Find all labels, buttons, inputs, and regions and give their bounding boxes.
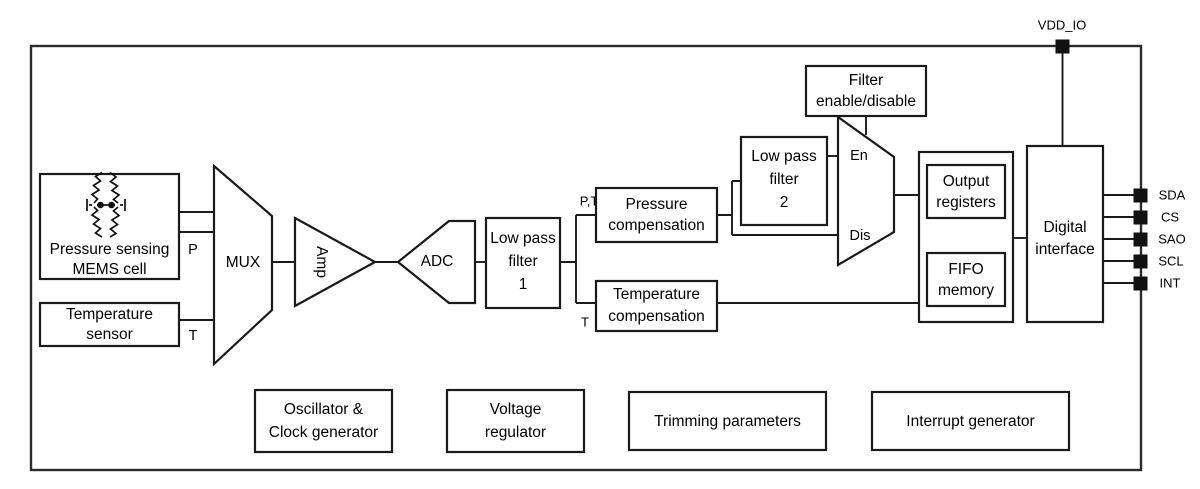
voltage-regulator-block[interactable]: [445, 388, 586, 454]
low-pass-filter-1-label-2: filter: [508, 253, 537, 270]
low-pass-filter-1-block[interactable]: [484, 216, 562, 310]
lpf1-split-wire: [560, 214, 596, 304]
low-pass-filter-2-label-1: Low pass: [751, 148, 817, 165]
vdd-io-label: VDD_IO: [1038, 17, 1086, 32]
pressure-mems-label-1: Pressure sensing: [50, 241, 170, 258]
output-registers-label-1: Output: [943, 173, 990, 190]
signal-label-t: T: [189, 328, 198, 344]
wheatstone-bridge-icon: [86, 171, 126, 238]
filter-mux-en-label: En: [850, 148, 868, 164]
oscillator-clock-generator-block[interactable]: [253, 388, 394, 454]
temperature-compensation-label-2: compensation: [608, 308, 705, 325]
low-pass-filter-2-label-3: 2: [780, 194, 789, 211]
signal-label-t2: T: [581, 314, 589, 329]
fifo-memory-block[interactable]: [925, 251, 1007, 308]
pin-label-scl: SCL: [1158, 253, 1183, 268]
temperature-sensor-block[interactable]: [38, 301, 181, 348]
low-pass-filter-1-label-3: 1: [519, 276, 528, 293]
filter-mux-block[interactable]: [836, 114, 896, 267]
output-registers-block[interactable]: [925, 163, 1007, 220]
voltage-regulator-label-1: Voltage: [490, 401, 542, 418]
oscillator-label-1: Oscillator &: [284, 401, 364, 418]
pin-pad-sao: [1133, 232, 1148, 247]
digital-interface-block[interactable]: [1025, 144, 1105, 324]
interrupt-generator-block[interactable]: [870, 390, 1071, 452]
adc-label: ADC: [421, 253, 454, 270]
mux-label: MUX: [226, 254, 261, 271]
pin-label-int: INT: [1160, 275, 1181, 290]
vdd-io-pad: [1055, 39, 1070, 54]
pin-pad-scl: [1133, 254, 1148, 269]
voltage-regulator-label-2: regulator: [485, 424, 546, 441]
interrupt-generator-label: Interrupt generator: [906, 413, 1034, 430]
amp-label: Amp: [313, 246, 330, 278]
pin-label-cs: CS: [1161, 209, 1179, 224]
pressure-compensation-label-1: Pressure: [625, 196, 687, 213]
low-pass-filter-2-label-2: filter: [769, 171, 798, 188]
pressure-mems-label-2: MEMS cell: [72, 261, 146, 278]
low-pass-filter-1-label-1: Low pass: [490, 230, 556, 247]
pressure-compensation-label-2: compensation: [608, 217, 705, 234]
digital-interface-label-1: Digital: [1043, 219, 1086, 236]
temperature-sensor-label-2: sensor: [86, 326, 133, 343]
pressure-comp-split-wire: [717, 180, 838, 236]
oscillator-label-2: Clock generator: [269, 424, 378, 441]
pin-pad-int: [1133, 276, 1148, 291]
low-pass-filter-2-block[interactable]: [739, 135, 829, 227]
pin-pad-sda: [1133, 188, 1148, 203]
trimming-parameters-block[interactable]: [627, 390, 828, 452]
signal-label-pt: P,T: [580, 193, 599, 208]
filter-enable-disable-label-2: enable/disable: [816, 93, 916, 110]
filter-mux-dis-label: Dis: [850, 228, 871, 244]
pin-pad-cs: [1133, 210, 1148, 225]
trimming-parameters-label: Trimming parameters: [654, 413, 801, 430]
pressure-compensation-block[interactable]: [594, 186, 719, 244]
filter-enable-disable-block[interactable]: [804, 64, 928, 118]
fifo-memory-label-1: FIFO: [948, 261, 983, 278]
output-registers-label-2: registers: [936, 194, 996, 211]
pin-label-sao: SAO: [1158, 231, 1185, 246]
signal-label-p: P: [188, 242, 198, 258]
temperature-compensation-block[interactable]: [594, 279, 719, 333]
pin-label-sda: SDA: [1159, 187, 1186, 202]
mux-block[interactable]: [212, 163, 274, 367]
fifo-memory-label-2: memory: [938, 282, 994, 299]
pin-group: SDA CS SAO SCL INT: [1103, 187, 1186, 291]
amp-block[interactable]: [293, 216, 378, 308]
pressure-mems-block[interactable]: [38, 172, 181, 281]
filter-enable-disable-label-1: Filter: [849, 72, 883, 89]
digital-interface-label-2: interface: [1035, 241, 1094, 258]
temperature-sensor-label-1: Temperature: [66, 306, 153, 323]
temperature-compensation-label-1: Temperature: [613, 286, 700, 303]
